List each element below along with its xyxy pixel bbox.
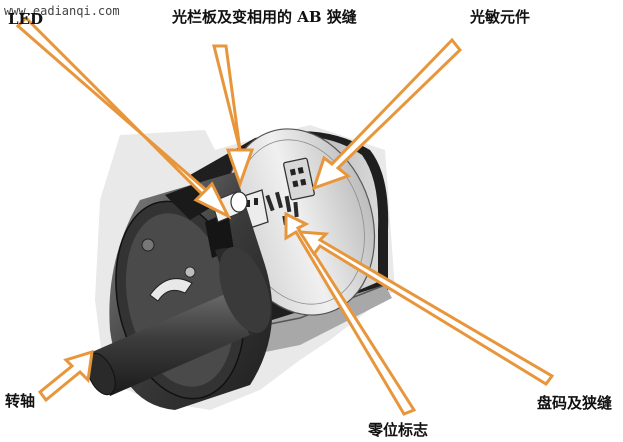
disc-slits bbox=[265, 191, 299, 226]
label-zero-mark: 零位标志 bbox=[368, 421, 429, 439]
label-grating-ab-slits: 光栏板及变相用的 AB 狭缝 bbox=[172, 8, 357, 26]
callout-arrows bbox=[15, 15, 555, 416]
arrow-led bbox=[15, 15, 232, 220]
watermark: www.eadianqi.com bbox=[4, 4, 120, 18]
arrow-shaft bbox=[37, 349, 94, 403]
label-led: LED bbox=[8, 10, 43, 28]
arrow-zero bbox=[284, 211, 417, 416]
label-shaft: 转轴 bbox=[5, 392, 36, 410]
shaft bbox=[86, 247, 271, 396]
arrow-disc bbox=[297, 230, 555, 386]
arrow-grating bbox=[212, 44, 255, 189]
arrow-photo bbox=[311, 37, 463, 191]
photo-element bbox=[283, 157, 315, 201]
label-disc-and-slits: 盘码及狭缝 bbox=[537, 394, 613, 412]
label-photo-element: 光敏元件 bbox=[470, 8, 531, 26]
